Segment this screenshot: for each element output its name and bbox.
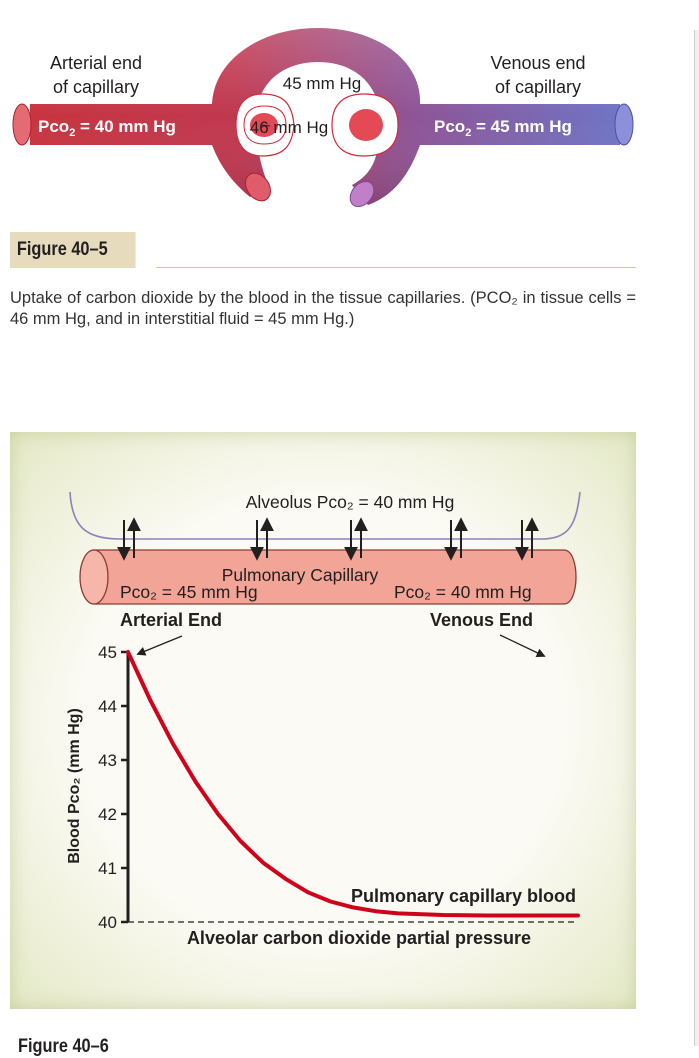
diffusion-arrows: [117, 517, 539, 561]
y-tick-label-45: 45: [98, 643, 117, 662]
figure-caption-label: Figure 40–5: [10, 232, 136, 268]
reference-line-label: Alveolar carbon dioxide partial pressure: [187, 928, 531, 948]
y-tick-label-41: 41: [98, 859, 117, 878]
page-gutter: [694, 30, 699, 1046]
arterial-end-label-line2: of capillary: [53, 77, 139, 97]
arterial-pco2-label: Pco2 = 40 mm Hg: [38, 117, 176, 139]
interstitial-pressure-label: 45 mm Hg: [283, 74, 361, 93]
tissue-capillary-diagram: Arterial end of capillary Venous end of …: [12, 28, 634, 208]
venous-pco2-value: Pco₂ = 40 mm Hg: [394, 582, 532, 602]
next-figure-label: Figure 40–6: [18, 1036, 109, 1057]
y-tick-label-40: 40: [98, 913, 117, 932]
series-curve-0: [126, 650, 580, 918]
pulmonary-capillary-tube: [79, 549, 577, 605]
alveolus-membrane: [69, 491, 581, 540]
arterial-pco2-value: Pco₂ = 45 mm Hg: [120, 582, 258, 602]
venous-pco2-label: Pco2 = 45 mm Hg: [434, 117, 572, 139]
arterial-end-label-line1: Arterial end: [50, 53, 142, 73]
chart-y-axis-label: Blood Pco₂ (mm Hg): [66, 708, 83, 864]
arterial-end-label: Arterial End: [120, 610, 222, 630]
arterial-end-pointer: [136, 635, 183, 656]
next-figure-caption: Figure 40–6: [10, 1032, 156, 1057]
y-tick-label-43: 43: [98, 751, 117, 770]
figure-caption-text: Uptake of carbon dioxide by the blood in…: [10, 289, 636, 328]
cell-pressure-pointer: [261, 124, 271, 127]
venous-end-label: Venous End: [430, 610, 533, 630]
y-tick-label-42: 42: [98, 805, 117, 824]
alveolus-pco2-label: Alveolus Pco₂ = 40 mm Hg: [246, 492, 455, 512]
capillary-vessel: [12, 28, 634, 208]
venous-end-pointer: [499, 634, 546, 657]
pulmonary-capillary-figure: Alveolus Pco₂ = 40 mm Hg Pulmonary Capil…: [66, 491, 581, 948]
y-tick-label-44: 44: [98, 697, 117, 716]
pulmonary-capillary-label: Pulmonary Capillary: [222, 565, 379, 585]
cell-pressure-label: 46 mm Hg: [250, 118, 328, 137]
venous-end-label-line2: of capillary: [495, 77, 581, 97]
pco2-chart: 40 41 42 43 44 45: [98, 643, 580, 932]
caption-divider: [156, 267, 636, 268]
series-label-pulmonary-capillary-blood: Pulmonary capillary blood: [351, 886, 576, 906]
venous-end-label-line1: Venous end: [490, 53, 585, 73]
